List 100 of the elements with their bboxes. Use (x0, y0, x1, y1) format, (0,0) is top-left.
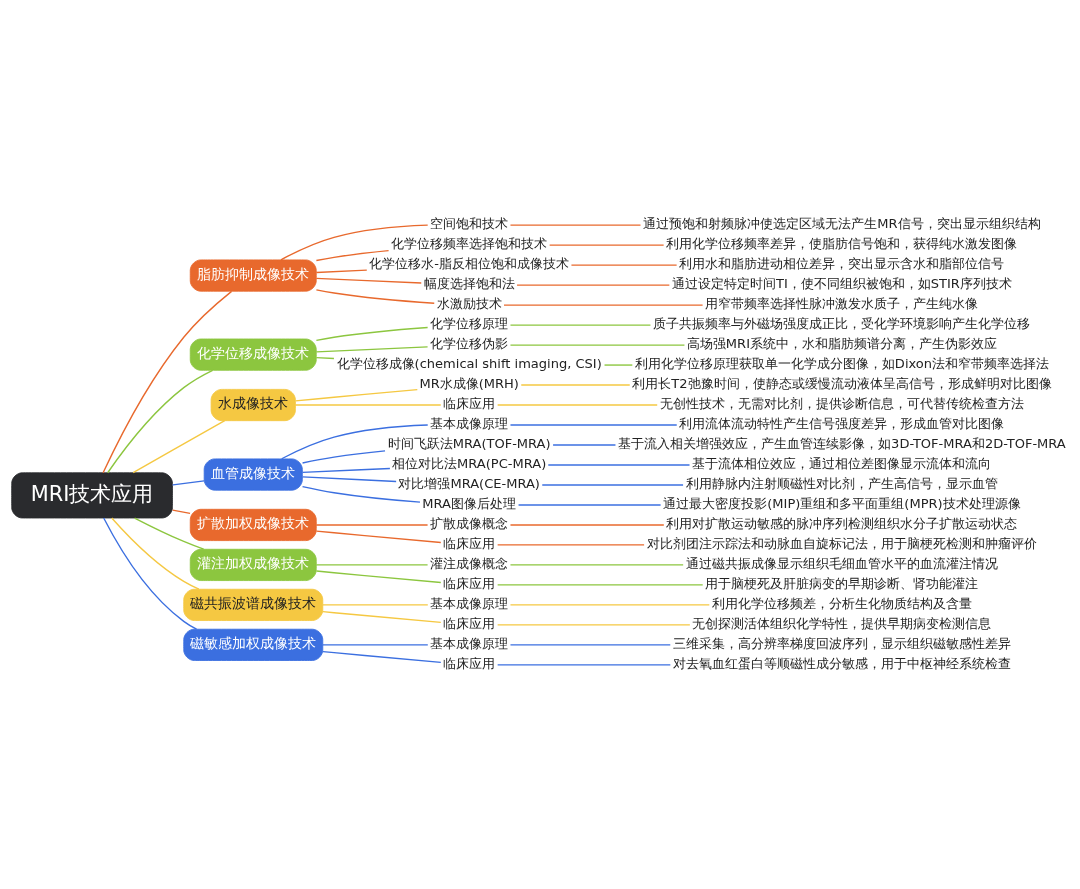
node-text: 用于脑梗死及肝脏病变的早期诊断、肾功能灌注 (705, 575, 979, 591)
node-text: 扩散成像概念 (430, 515, 509, 531)
connector (322, 603, 429, 606)
node-text: 基本成像原理 (430, 635, 509, 651)
node-text: 对去氧血红蛋白等顺磁性成分敏感，用于中枢神经系统检查 (672, 655, 1011, 671)
connector (496, 543, 645, 546)
node-text: 利用对扩散运动敏感的脉冲序列检测组织水分子扩散运动状态 (666, 515, 1018, 531)
connector (171, 508, 191, 514)
node-text: 用窄带频率选择性脉冲激发水质子，产生纯水像 (705, 295, 979, 311)
node-text: 化学位移水-脂反相位饱和成像技术 (369, 255, 570, 271)
connector (509, 343, 686, 346)
connector (570, 263, 678, 266)
node-box: 磁共振波谱成像技术 (183, 588, 324, 621)
connector (552, 443, 617, 446)
connector (315, 563, 429, 566)
connector (315, 277, 422, 284)
connector (102, 290, 233, 473)
connector (516, 283, 671, 286)
connector (171, 479, 205, 486)
node-text: MR水成像(MRH) (419, 375, 519, 391)
node-text: 临床应用 (443, 575, 496, 591)
connector (509, 423, 678, 426)
connector (315, 288, 435, 304)
connector (315, 326, 429, 341)
node-text: 利用流体流动特性产生信号强度差异，形成血管对比图像 (679, 415, 1005, 431)
node-text: MRA图像后处理 (422, 495, 517, 511)
connector (315, 356, 335, 359)
node-text: 质子共振频率与外磁场强度成正比，受化学环境影响产生化学位移 (653, 315, 1031, 331)
connector (280, 223, 429, 260)
node-text: 幅度选择饱和法 (423, 275, 515, 291)
node-text: 利用化学位移频率差异，使脂肪信号饱和，获得纯水激发图像 (666, 235, 1018, 251)
connector (133, 516, 205, 550)
node-text: 时间飞跃法MRA(TOF-MRA) (387, 435, 551, 451)
connector (509, 223, 642, 226)
node-text: 通过磁共振成像显示组织毛细血管水平的血流灌注情况 (685, 555, 998, 571)
node-text: 基本成像原理 (430, 595, 509, 611)
node-box: 化学位移成像技术 (189, 338, 317, 371)
connector (107, 369, 214, 473)
connector (509, 323, 652, 326)
connector (294, 388, 418, 402)
connector (322, 650, 442, 663)
node-text: 利用化学位移频差，分析生化物质结构及含量 (711, 595, 972, 611)
connector (520, 383, 631, 386)
connector (301, 485, 421, 503)
connector (322, 610, 442, 623)
connector (503, 303, 704, 306)
node-text: 通过预饱和射频脉冲使选定区域无法产生MR信号，突出显示组织结构 (643, 215, 1041, 231)
connector (315, 569, 442, 583)
connector (496, 403, 658, 406)
node-text: 灌注成像概念 (430, 555, 509, 571)
connector (517, 503, 662, 506)
connector (496, 583, 704, 586)
connector (315, 268, 368, 273)
node-text: 临床应用 (443, 535, 496, 551)
connector (509, 523, 665, 526)
connector (315, 529, 442, 543)
connector (315, 249, 390, 261)
node-box: 水成像技术 (210, 388, 296, 421)
connector (301, 475, 397, 482)
node-text: 临床应用 (443, 655, 496, 671)
node-text: 化学位移伪影 (430, 335, 509, 351)
node-text: 化学位移频率选择饱和技术 (391, 235, 548, 251)
node-text: 基于流体相位效应，通过相位差图像显示流体和流向 (692, 455, 992, 471)
connector (111, 516, 200, 590)
node-text: 对比剂团注示踪法和动脉血自旋标记法，用于脑梗死检测和肿瘤评价 (646, 535, 1037, 551)
node-box: 灌注加权成像技术 (189, 548, 317, 581)
node-text: 利用水和脂肪进动相位差异，突出显示含水和脂部位信号 (679, 255, 1005, 271)
node-text: 水激励技术 (436, 295, 502, 311)
connector (322, 643, 429, 646)
connector (301, 467, 391, 473)
node-text: 相位对比法MRA(PC-MRA) (392, 455, 547, 471)
node-box: MRI技术应用 (11, 471, 173, 518)
node-text: 对比增强MRA(CE-MRA) (398, 475, 540, 491)
node-text: 利用静脉内注射顺磁性对比剂，产生高信号，显示血管 (685, 475, 998, 491)
connector (132, 419, 226, 473)
node-text: 高场强MRI系统中，水和脂肪频谱分离，产生伪影效应 (686, 335, 998, 351)
node-text: 三维采集，高分辨率梯度回波序列，显示组织磁敏感性差异 (672, 635, 1011, 651)
node-text: 临床应用 (443, 395, 496, 411)
node-box: 扩散加权成像技术 (189, 508, 317, 541)
connector (496, 623, 691, 626)
node-text: 化学位移原理 (430, 315, 509, 331)
connector (301, 449, 386, 464)
connector (103, 516, 198, 630)
connector (541, 483, 684, 486)
node-text: 无创探测活体组织化学特性，提供早期病变检测信息 (692, 615, 992, 631)
connector (548, 243, 665, 246)
connector (315, 345, 429, 353)
node-text: 利用长T2弛豫时间，使静态或缓慢流动液体呈高信号，形成鲜明对比图像 (632, 375, 1052, 391)
node-text: 通过设定特定时间TI，使不同组织被饱和，如STIR序列技术 (672, 275, 1012, 291)
connector (509, 643, 671, 646)
node-box: 脂肪抑制成像技术 (189, 259, 317, 292)
node-box: 磁敏感加权成像技术 (183, 628, 324, 661)
connector (294, 403, 442, 406)
connector (315, 523, 429, 526)
node-text: 基于流入相关增强效应，产生血管连续影像，如3D-TOF-MRA和2D-TOF-MRA (618, 435, 1066, 451)
connector (509, 603, 711, 606)
node-text: 临床应用 (443, 615, 496, 631)
node-box: 血管成像技术 (203, 457, 303, 491)
connector (281, 423, 429, 459)
connector (603, 363, 634, 366)
